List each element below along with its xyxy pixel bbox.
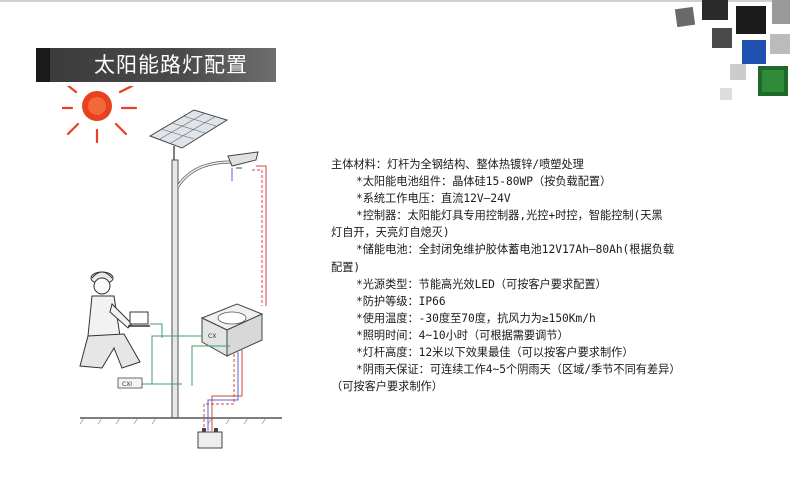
sun-icon (62, 86, 138, 144)
spec-item: *太阳能电池组件：晶体硅15-80WP（按负载配置） (356, 175, 612, 189)
lamp-head-icon (227, 151, 259, 169)
spec-item: *储能电池：全封闭免维护胶体蓄电池12V17Ah—80Ah(根据负载 (356, 243, 675, 257)
spec-item: *防护等级：IP66 (356, 294, 446, 308)
spec-item: *控制器：太阳能灯具专用控制器,光控+时控，智能控制(天黑 (356, 209, 663, 223)
page-title: 太阳能路灯配置 (94, 53, 248, 77)
light-pole (171, 159, 233, 419)
spec-item-continuation: 灯自开，天亮灯自熄灭) (331, 226, 450, 240)
controller-label: CX (208, 333, 216, 340)
meter-label: CXI (122, 381, 132, 388)
spec-item: *照明时间：4~10小时（可根据需要调节） (356, 328, 569, 342)
solar-panel-icon (148, 109, 229, 162)
spec-item: *阴雨天保证：可连续工作4~5个阴雨天（区域/季节不同有差异） (356, 363, 681, 377)
solar-streetlight-diagram: CX CXI (62, 86, 282, 449)
spec-item-continuation: 配置) (331, 260, 361, 274)
spec-item: *使用温度：-30度至70度，抗风力为≥150Km/h (356, 311, 596, 325)
spec-item: *系统工作电压：直流12V—24V (356, 192, 511, 206)
decorative-squares (674, 0, 790, 100)
spec-item: *灯杆高度：12米以下效果最佳（可以按客户要求制作） (356, 346, 634, 360)
section-header: 太阳能路灯配置 (36, 48, 276, 82)
header-tab-accent (36, 48, 50, 82)
battery-icon (197, 428, 223, 449)
spec-intro: 主体材料：灯杆为全钢结构、整体热镀锌/喷塑处理 (331, 158, 584, 171)
controller-box-icon: CX (200, 303, 264, 357)
meter-box-icon: CXI (117, 377, 143, 389)
spec-item: *光源类型：节能高光效LED（可按客户要求配置） (356, 277, 607, 291)
spec-list: 主体材料：灯杆为全钢结构、整体热镀锌/喷塑处理 *太阳能电池组件：晶体硅15-8… (331, 156, 731, 395)
technician-icon (79, 271, 150, 369)
top-border (0, 0, 790, 2)
spec-item-continuation: （可按客户要求制作） (331, 380, 443, 394)
